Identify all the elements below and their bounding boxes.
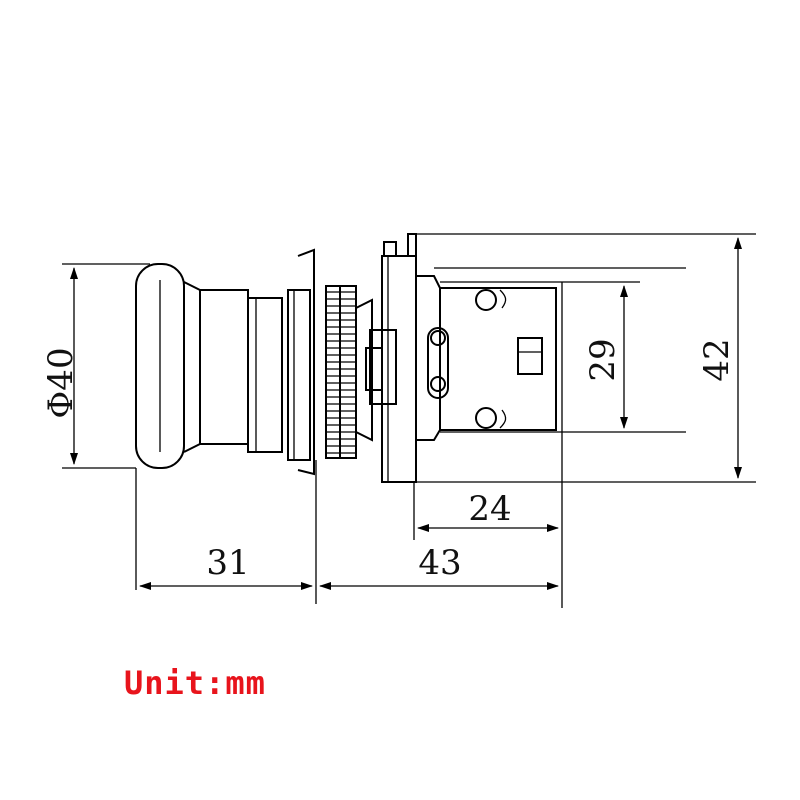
dim-label-24: 24 — [468, 489, 511, 529]
panel-bezel — [287, 248, 315, 476]
dim-label-diameter: Φ40 — [41, 347, 81, 418]
button-collar — [247, 297, 283, 453]
extension-lines — [62, 233, 756, 608]
unit-label: Unit:mm — [124, 664, 266, 702]
mushroom-head — [135, 263, 249, 469]
dim-label-31: 31 — [206, 543, 249, 583]
switch-body — [369, 233, 417, 483]
dim-label-43: 43 — [418, 543, 461, 583]
dim-label-29: 29 — [583, 338, 623, 381]
contact-block — [415, 275, 557, 441]
dim-label-42: 42 — [697, 338, 737, 381]
knurled-nut — [325, 285, 357, 459]
